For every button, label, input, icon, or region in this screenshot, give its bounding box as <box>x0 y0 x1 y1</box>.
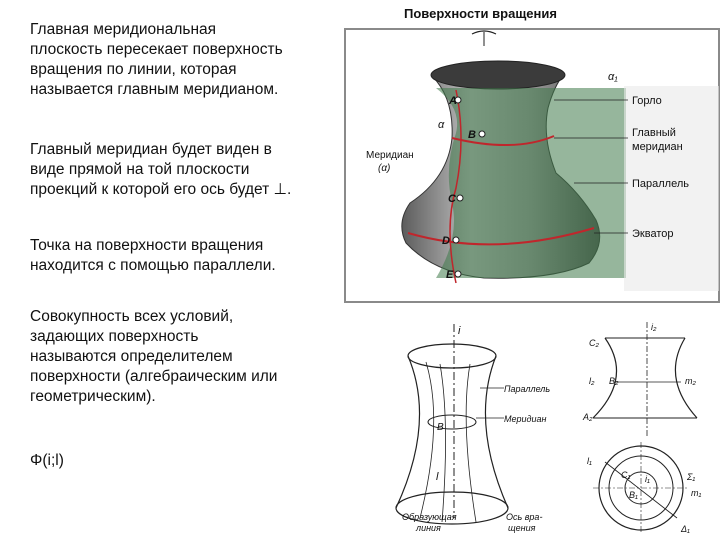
hyperboloid-figure: i B l Параллель Меридиан Образующая лини… <box>395 324 550 533</box>
point-a-marker <box>454 96 462 104</box>
label-delta1: Δ₁ <box>680 524 690 534</box>
front-right-contour <box>674 337 698 419</box>
curve-l-label: l <box>436 471 439 483</box>
label-b2: B₂ <box>609 376 619 386</box>
generatrix-3 <box>465 363 477 523</box>
label-l2: l₂ <box>589 376 595 386</box>
slide-title: Поверхности вращения <box>404 6 557 21</box>
point-b-marker <box>478 130 486 138</box>
paragraph-main-meridian-definition: Главная меридиональная плоскость пересек… <box>30 21 283 98</box>
generatrix-label-line1: Образующая <box>402 512 457 522</box>
label-c2: C₂ <box>589 338 599 348</box>
point-b-label: B <box>437 422 444 433</box>
vase-surface-figure: A B C D E α α₁ Меридиан (α) Горло Главны… <box>344 28 720 303</box>
left-contour <box>395 355 421 509</box>
point-d-label: D <box>442 235 450 247</box>
determinant-formula: Φ(i;l) <box>30 452 64 469</box>
label-c1: C₁ <box>621 470 630 480</box>
label-b1: B₁ <box>629 490 638 500</box>
point-e-marker <box>454 270 462 278</box>
right-contour <box>484 355 509 509</box>
axis-label-line2: щения <box>508 523 536 533</box>
vase-throat-opening <box>430 60 566 90</box>
callout-equator: Экватор <box>632 228 673 240</box>
plane-alpha1-label: α₁ <box>608 71 618 83</box>
point-a-label: A <box>448 95 457 107</box>
callout-parallel: Параллель <box>632 178 689 190</box>
label-m2: m₂ <box>685 376 696 386</box>
axis-label-line1: Ось вра- <box>506 512 542 522</box>
meridian-label: Меридиан <box>366 150 414 161</box>
equator-line <box>407 227 595 246</box>
paragraph-point-on-surface: Точка на поверхности вращения находится … <box>30 237 276 274</box>
front-left-contour <box>592 337 618 419</box>
rotation-arrow-icon <box>471 30 497 35</box>
label-l1: l₁ <box>587 456 592 466</box>
point-e-label: E <box>446 269 454 281</box>
generatrix-2 <box>439 363 446 523</box>
label-m1: m₁ <box>691 488 701 498</box>
plane-edge <box>624 86 719 291</box>
paragraph-meridian-projection: Главный меридиан будет виден в виде прям… <box>30 141 292 198</box>
callout-meridian: меридиан <box>632 141 683 153</box>
point-c-label: C <box>448 193 457 205</box>
meridian-sub-label: (α) <box>378 163 390 174</box>
label-i1: i₁ <box>645 474 650 484</box>
generatrix-1 <box>419 361 435 519</box>
callout-main: Главный <box>632 127 676 139</box>
callout-throat: Горло <box>632 95 662 107</box>
paragraph-surface-determinant: Совокупность всех условий, задающих пове… <box>30 308 278 405</box>
label-i2: i₂ <box>651 322 657 332</box>
generatrix-label-line2: линия <box>415 523 441 533</box>
top-ellipse <box>407 343 497 369</box>
main-meridian-line <box>451 135 555 147</box>
point-c-marker <box>456 194 464 202</box>
meridian-curve <box>449 89 462 284</box>
point-b-label: B <box>468 129 476 141</box>
plane-alpha-label: α <box>438 119 445 131</box>
label-sigma1: Σ₁ <box>686 472 695 482</box>
callout-meridian: Меридиан <box>504 414 546 424</box>
parallel-ellipse <box>427 414 477 430</box>
point-d-marker <box>452 236 460 244</box>
axis-i-label: i <box>458 325 461 337</box>
projection-figure: i₂ C₂ l₂ B₂ m₂ A₂ l₁ C₁ i₁ B₁ Σ₁ m₁ Δ₁ <box>582 322 701 534</box>
label-a2: A₂ <box>582 412 593 422</box>
callout-parallel: Параллель <box>504 384 550 394</box>
top-generatrix-line <box>604 461 678 519</box>
